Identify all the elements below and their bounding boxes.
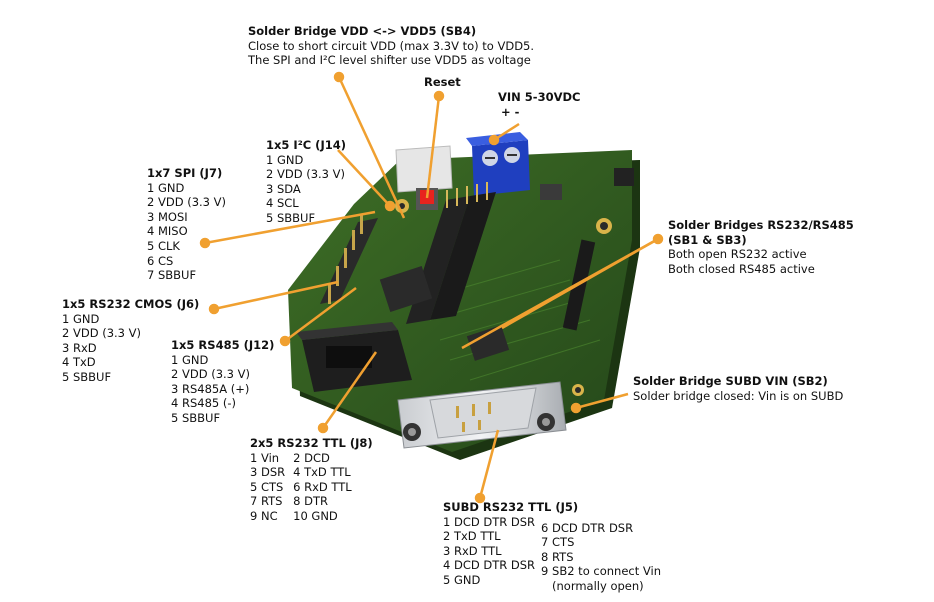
label-j5-pin: 4 DCD DTR DSR bbox=[443, 558, 536, 573]
label-j5-pin: (normally open) bbox=[541, 578, 644, 593]
label-j14: 1x5 I²C (J14) 1 GND 2 VDD (3.3 V) 3 SDA … bbox=[266, 138, 346, 226]
label-j12-line: 3 RS485A (+) bbox=[171, 381, 250, 396]
label-sb1sb3-line: Both open RS232 active bbox=[668, 247, 807, 262]
label-sb4-title: Solder Bridge VDD <-> VDD5 (SB4) bbox=[248, 24, 477, 38]
label-j7-line: 1 GND bbox=[147, 180, 185, 195]
label-j8-pin: 2 DCD bbox=[293, 450, 330, 465]
label-j8: 2x5 RS232 TTL (J8) 1 Vin 3 DSR 5 CTS 7 R… bbox=[250, 436, 373, 524]
label-j12-line: 4 RS485 (-) bbox=[171, 396, 236, 411]
label-j5-pin: 8 RTS bbox=[541, 549, 574, 564]
label-j14-line: 1 GND bbox=[266, 152, 304, 167]
label-j8-pin: 7 RTS bbox=[250, 494, 283, 509]
label-j14-line: 2 VDD (3.3 V) bbox=[266, 167, 345, 182]
label-j8-pin: 10 GND bbox=[293, 508, 338, 523]
callout-sb4 bbox=[333, 71, 406, 219]
label-j5-pin: 3 RxD TTL bbox=[443, 543, 502, 558]
label-j8-pin: 1 Vin bbox=[250, 450, 280, 465]
callout-j5 bbox=[474, 429, 500, 504]
label-vin-polarity: + - bbox=[501, 104, 520, 119]
label-j14-line: 4 SCL bbox=[266, 196, 299, 211]
label-j8-pin: 6 RxD TTL bbox=[293, 479, 352, 494]
chip-3 bbox=[540, 184, 562, 200]
box-header-j8 bbox=[296, 322, 412, 392]
label-j12-title: 1x5 RS485 (J12) bbox=[171, 338, 275, 352]
label-reset: Reset bbox=[424, 75, 461, 90]
label-j5-pin: 9 SB2 to connect Vin bbox=[541, 564, 661, 579]
label-j7-title: 1x7 SPI (J7) bbox=[147, 166, 223, 180]
label-j6-line: 2 VDD (3.3 V) bbox=[62, 326, 141, 341]
label-j7: 1x7 SPI (J7) 1 GND 2 VDD (3.3 V) 3 MOSI … bbox=[147, 166, 226, 283]
label-j14-title: 1x5 I²C (J14) bbox=[266, 138, 346, 152]
label-j8-pin: 4 TxD TTL bbox=[293, 465, 351, 480]
label-j7-line: 7 SBBUF bbox=[147, 268, 197, 283]
label-sb2-title: Solder Bridge SUBD VIN (SB2) bbox=[633, 374, 828, 388]
label-j6-line: 3 RxD bbox=[62, 340, 97, 355]
label-j12: 1x5 RS485 (J12) 1 GND 2 VDD (3.3 V) 3 RS… bbox=[171, 338, 274, 426]
label-sb4-line-1: Close to short circuit VDD (max 3.3V to)… bbox=[248, 38, 535, 53]
label-vin: VIN 5-30VDC + - bbox=[498, 90, 580, 119]
label-reset-title: Reset bbox=[424, 75, 461, 89]
label-j8-pin: 8 DTR bbox=[293, 494, 328, 509]
white-connector bbox=[395, 145, 453, 193]
callout-sb1sb3 bbox=[461, 233, 664, 350]
label-j7-line: 3 MOSI bbox=[147, 209, 188, 224]
callout-j14 bbox=[337, 149, 396, 212]
callout-vin bbox=[488, 122, 520, 146]
subd-connector bbox=[397, 381, 567, 449]
label-j5-pin: 6 DCD DTR DSR bbox=[541, 520, 634, 535]
label-sb1sb3: Solder Bridges RS232/RS485 (SB1 & SB3) B… bbox=[668, 218, 854, 276]
label-j7-line: 6 CS bbox=[147, 253, 174, 268]
label-j6: 1x5 RS232 CMOS (J6) 1 GND 2 VDD (3.3 V) … bbox=[62, 297, 199, 385]
label-j5-title: SUBD RS232 TTL (J5) bbox=[443, 500, 579, 514]
callout-sb2 bbox=[570, 392, 629, 414]
label-j5: SUBD RS232 TTL (J5) 1 DCD DTR DSR 2 TxD … bbox=[443, 500, 661, 594]
label-vin-title: VIN 5-30VDC bbox=[498, 90, 581, 104]
label-j8-pin: 5 CTS bbox=[250, 479, 284, 494]
chip-2 bbox=[466, 325, 510, 361]
label-j5-pin: 2 TxD TTL bbox=[443, 529, 501, 544]
label-j6-line: 4 TxD bbox=[62, 355, 96, 370]
chip-1 bbox=[379, 266, 433, 312]
label-j8-title: 2x5 RS232 TTL (J8) bbox=[250, 436, 373, 450]
label-j7-line: 4 MISO bbox=[147, 224, 188, 239]
callout-j6 bbox=[208, 280, 339, 315]
small-ic bbox=[614, 168, 634, 186]
callout-j7 bbox=[199, 210, 376, 249]
label-j12-line: 5 SBBUF bbox=[171, 410, 221, 425]
label-j5-pin: 5 GND bbox=[443, 572, 481, 587]
label-sb2-line: Solder bridge closed: Vin is on SUBD bbox=[633, 388, 844, 403]
callout-j12 bbox=[279, 286, 357, 347]
label-j14-line: 3 SDA bbox=[266, 181, 301, 196]
label-j8-pin: 3 DSR bbox=[250, 465, 286, 480]
label-j5-pin: 7 CTS bbox=[541, 535, 575, 550]
label-j14-line: 5 SBBUF bbox=[266, 210, 316, 225]
label-j12-line: 1 GND bbox=[171, 352, 209, 367]
label-j7-line: 5 CLK bbox=[147, 238, 180, 253]
label-j6-title: 1x5 RS232 CMOS (J6) bbox=[62, 297, 200, 311]
callout-reset bbox=[425, 90, 445, 199]
callout-j8 bbox=[317, 351, 378, 434]
label-j7-line: 2 VDD (3.3 V) bbox=[147, 195, 226, 210]
label-sb2: Solder Bridge SUBD VIN (SB2) Solder brid… bbox=[633, 374, 843, 403]
label-sb1sb3-title2: (SB1 & SB3) bbox=[668, 232, 747, 247]
label-sb4-line-2: The SPI and I²C level shifter use VDD5 a… bbox=[248, 53, 531, 68]
label-sb1sb3-title: Solder Bridges RS232/RS485 bbox=[668, 218, 854, 232]
label-sb4: Solder Bridge VDD <-> VDD5 (SB4) Close t… bbox=[248, 24, 534, 68]
label-j6-line: 5 SBBUF bbox=[62, 369, 112, 384]
label-j5-pin: 1 DCD DTR DSR bbox=[443, 514, 536, 529]
label-sb1sb3-line: Both closed RS485 active bbox=[668, 261, 815, 276]
label-j6-line: 1 GND bbox=[62, 311, 100, 326]
label-j12-line: 2 VDD (3.3 V) bbox=[171, 367, 250, 382]
label-j8-pin: 9 NC bbox=[250, 508, 278, 523]
